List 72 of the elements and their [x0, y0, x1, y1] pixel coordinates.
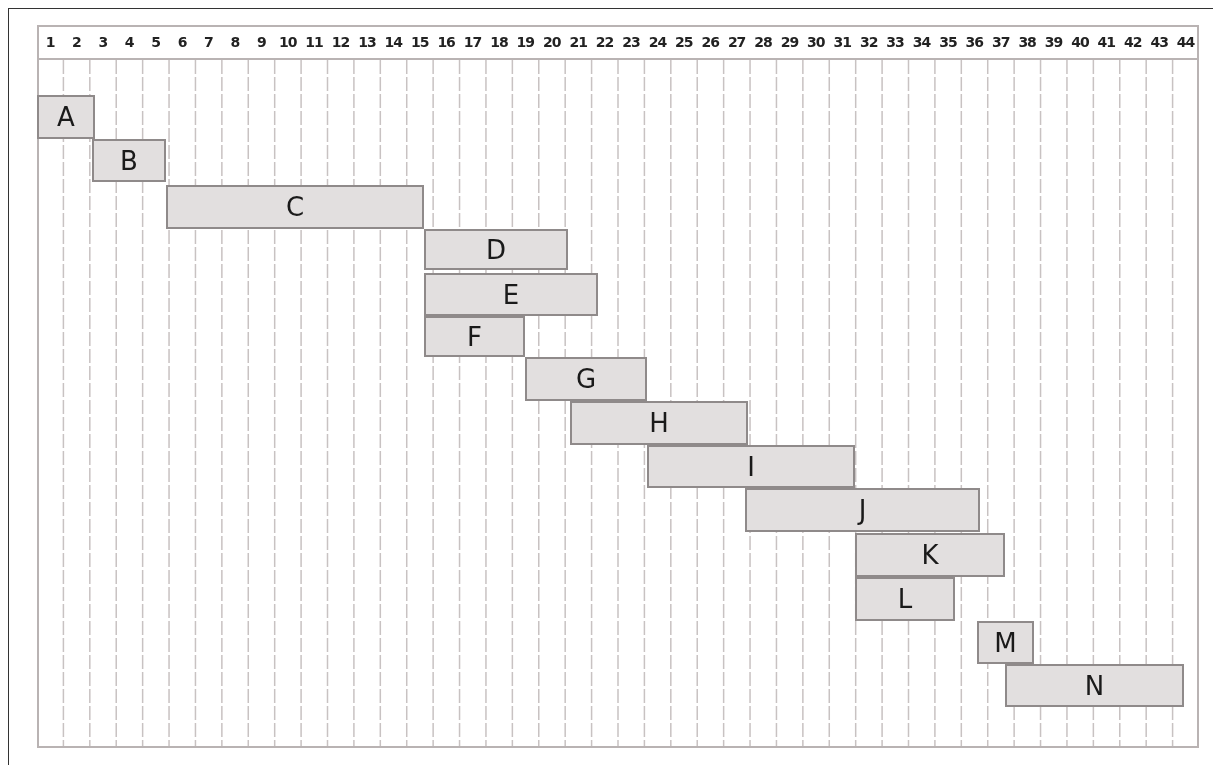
task-bar	[424, 229, 568, 270]
column-number: 8	[229, 34, 241, 50]
column-number: 28	[753, 34, 773, 50]
task-bar	[37, 95, 95, 139]
task-bar	[647, 445, 855, 488]
column-number: 30	[806, 34, 826, 50]
column-number: 17	[462, 34, 483, 50]
column-number: 27	[726, 34, 747, 50]
column-number: 35	[938, 34, 958, 50]
column-number: 10	[277, 34, 298, 50]
task-bar	[977, 621, 1034, 664]
column-number: 42	[1123, 34, 1143, 50]
column-number: 13	[357, 34, 377, 50]
column-number: 9	[255, 34, 267, 50]
task-bar	[92, 139, 166, 182]
column-number: 6	[176, 34, 188, 50]
column-number: 36	[964, 34, 985, 50]
task-label: G	[575, 364, 597, 394]
task-label: H	[649, 408, 669, 438]
column-number: 39	[1043, 34, 1064, 50]
column-number: 19	[515, 34, 536, 50]
column-number: 26	[700, 34, 721, 50]
column-number: 21	[568, 34, 588, 50]
column-number: 33	[885, 34, 905, 50]
column-number: 11	[304, 34, 324, 50]
column-number: 38	[1017, 34, 1037, 50]
column-number: 40	[1070, 34, 1090, 50]
task-label: J	[858, 495, 867, 525]
column-number: 25	[674, 34, 694, 50]
task-label: D	[486, 234, 506, 265]
column-number: 31	[832, 34, 852, 50]
column-number: 7	[203, 34, 214, 50]
column-number: 14	[383, 34, 404, 50]
column-number: 5	[150, 34, 161, 50]
column-number: 22	[594, 34, 615, 50]
task-bar	[745, 488, 980, 532]
column-number: 20	[542, 34, 562, 50]
task-label: L	[897, 584, 913, 614]
task-bar	[570, 401, 748, 445]
column-number: 37	[990, 34, 1011, 50]
column-number: 4	[123, 34, 135, 50]
column-number: 34	[911, 34, 932, 50]
task-bar	[1005, 664, 1184, 707]
task-bar	[424, 316, 525, 357]
column-number: 1	[44, 34, 56, 50]
task-label: N	[1084, 670, 1105, 701]
task-bar	[525, 357, 647, 401]
column-number: 15	[409, 34, 430, 50]
column-number: 44	[1175, 34, 1196, 50]
task-label: K	[921, 540, 939, 570]
column-number: 12	[330, 34, 351, 50]
task-label: C	[285, 192, 305, 222]
column-number: 41	[1096, 34, 1117, 50]
task-label: B	[120, 145, 138, 176]
task-label: E	[502, 279, 520, 310]
column-number: 43	[1149, 34, 1169, 50]
column-number: 16	[436, 34, 456, 50]
column-number: 2	[71, 34, 82, 50]
task-bar	[424, 273, 598, 316]
column-number: 29	[779, 34, 800, 50]
task-bar	[855, 533, 1005, 577]
column-number: 23	[621, 34, 641, 50]
task-label: M	[994, 627, 1017, 658]
column-number: 18	[489, 34, 509, 50]
task-bar	[166, 185, 424, 229]
task-label: F	[467, 321, 482, 352]
task-label: A	[57, 102, 75, 132]
column-number: 24	[647, 34, 668, 50]
column-number: 3	[97, 34, 109, 50]
task-label: I	[747, 451, 755, 482]
column-number: 32	[858, 34, 879, 50]
task-bar	[855, 577, 955, 621]
